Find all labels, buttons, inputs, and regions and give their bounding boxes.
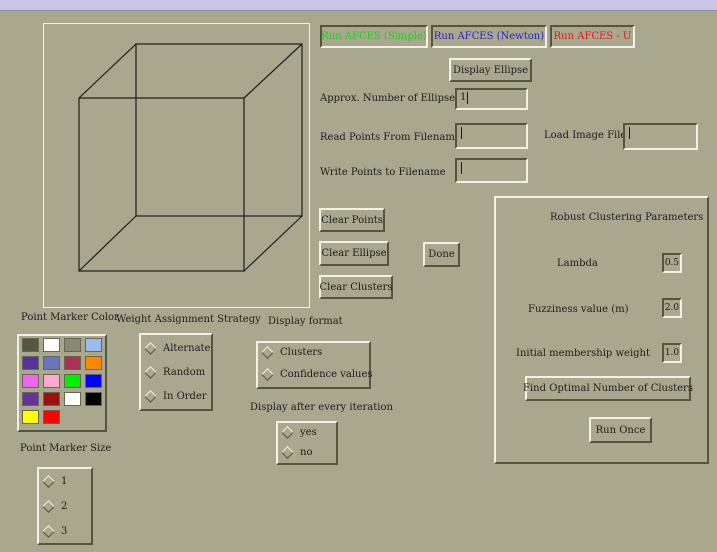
robust-panel-title: Robust Clustering Parameters (550, 212, 704, 223)
radio-diamond-icon (281, 426, 294, 439)
run-once-button[interactable]: Run Once (589, 417, 652, 443)
done-button[interactable]: Done (423, 242, 460, 267)
fuzziness-label: Fuzziness value (m) (528, 304, 629, 315)
color-swatch[interactable] (22, 356, 39, 370)
load-image-label: Load Image File (544, 130, 627, 141)
marker-size-3-radio[interactable]: 3 (41, 525, 68, 538)
approx-ellipses-input[interactable]: 1 (455, 88, 528, 110)
radio-label: no (300, 447, 313, 458)
color-swatch[interactable] (22, 338, 39, 352)
run-afces-newton-label: Run AFCES (Newton) (433, 31, 545, 42)
drawing-canvas[interactable] (43, 23, 310, 308)
color-swatch[interactable] (43, 410, 60, 424)
radio-diamond-icon (261, 346, 274, 359)
color-swatch[interactable] (22, 374, 39, 388)
radio-label: 1 (61, 476, 68, 487)
fuzziness-input[interactable]: 2.0 (662, 298, 682, 318)
radio-diamond-icon (144, 390, 157, 403)
lambda-label: Lambda (557, 258, 598, 269)
radio-label: Alternate (163, 343, 211, 354)
marker-size-1-radio[interactable]: 1 (41, 475, 68, 488)
color-swatch[interactable] (85, 374, 102, 388)
display-ellipse-button[interactable]: Display Ellipse (449, 58, 532, 82)
color-swatch[interactable] (64, 392, 81, 406)
display-iteration-label: Display after every iteration (250, 402, 393, 413)
find-optimal-clusters-button[interactable]: Find Optimal Number of Clusters (523, 376, 693, 401)
run-afces-simple-button[interactable]: Run AFCES (Simple) (320, 25, 428, 48)
color-swatch[interactable] (43, 338, 60, 352)
display-format-label: Display format (268, 316, 343, 327)
clear-ellipse-button[interactable]: Clear Ellipse (319, 241, 389, 266)
marker-size-label: Point Marker Size (20, 443, 112, 454)
radio-diamond-icon (42, 475, 55, 488)
radio-label: 3 (61, 526, 68, 537)
run-afces-u-button[interactable]: Run AFCES - U (550, 25, 635, 48)
window-title-bar (0, 0, 717, 11)
approx-ellipses-label: Approx. Number of Ellipses (320, 93, 461, 104)
color-swatch[interactable] (64, 356, 81, 370)
radio-label: Confidence values (280, 369, 373, 380)
weight-strategy-group (139, 333, 213, 411)
color-swatch[interactable] (64, 374, 81, 388)
cube-wireframe (78, 43, 303, 272)
run-afces-simple-label: Run AFCES (Simple) (321, 31, 427, 42)
iteration-no-radio[interactable]: no (280, 446, 313, 459)
display-confidence-radio[interactable]: Confidence values (260, 368, 373, 381)
marker-size-group (37, 467, 93, 545)
load-image-input[interactable] (623, 123, 698, 150)
weight-random-radio[interactable]: Random (143, 366, 206, 379)
color-swatch[interactable] (85, 392, 102, 406)
radio-diamond-icon (42, 525, 55, 538)
radio-label: In Order (163, 391, 207, 402)
weight-inorder-radio[interactable]: In Order (143, 390, 207, 403)
radio-diamond-icon (42, 500, 55, 513)
read-points-label: Read Points From Filename (320, 132, 461, 143)
marker-color-palette (17, 334, 107, 432)
radio-label: yes (300, 427, 317, 438)
lambda-input[interactable]: 0.5 (662, 253, 682, 273)
color-swatch[interactable] (85, 356, 102, 370)
clear-clusters-button[interactable]: Clear Clusters (319, 275, 393, 299)
write-points-input[interactable] (455, 158, 528, 183)
color-swatch[interactable] (64, 338, 81, 352)
initial-weight-label: Initial membership weight (516, 348, 651, 359)
display-clusters-radio[interactable]: Clusters (260, 346, 323, 359)
color-swatch[interactable] (22, 410, 39, 424)
color-swatch[interactable] (43, 392, 60, 406)
radio-diamond-icon (261, 368, 274, 381)
radio-diamond-icon (144, 366, 157, 379)
color-swatch[interactable] (43, 374, 60, 388)
write-points-label: Write Points to Filename (320, 167, 446, 178)
robust-clustering-panel (494, 196, 709, 464)
read-points-input[interactable] (455, 123, 528, 149)
marker-color-label: Point Marker Color (21, 312, 119, 323)
run-afces-newton-button[interactable]: Run AFCES (Newton) (431, 25, 547, 48)
display-iteration-group (276, 421, 338, 465)
initial-weight-input[interactable]: 1.0 (662, 343, 682, 363)
color-swatch[interactable] (43, 356, 60, 370)
radio-label: 2 (61, 501, 68, 512)
clear-points-button[interactable]: Clear Points (319, 208, 385, 232)
radio-label: Random (163, 367, 206, 378)
radio-label: Clusters (280, 347, 323, 358)
color-swatch[interactable] (85, 338, 102, 352)
color-swatch[interactable] (22, 392, 39, 406)
run-afces-u-label: Run AFCES - U (553, 31, 632, 42)
display-format-group (256, 341, 371, 389)
weight-alternate-radio[interactable]: Alternate (143, 342, 211, 355)
radio-diamond-icon (281, 446, 294, 459)
marker-size-2-radio[interactable]: 2 (41, 500, 68, 513)
weight-strategy-label: Weight Assignment Strategy (116, 314, 261, 325)
iteration-yes-radio[interactable]: yes (280, 426, 317, 439)
radio-diamond-icon (144, 342, 157, 355)
